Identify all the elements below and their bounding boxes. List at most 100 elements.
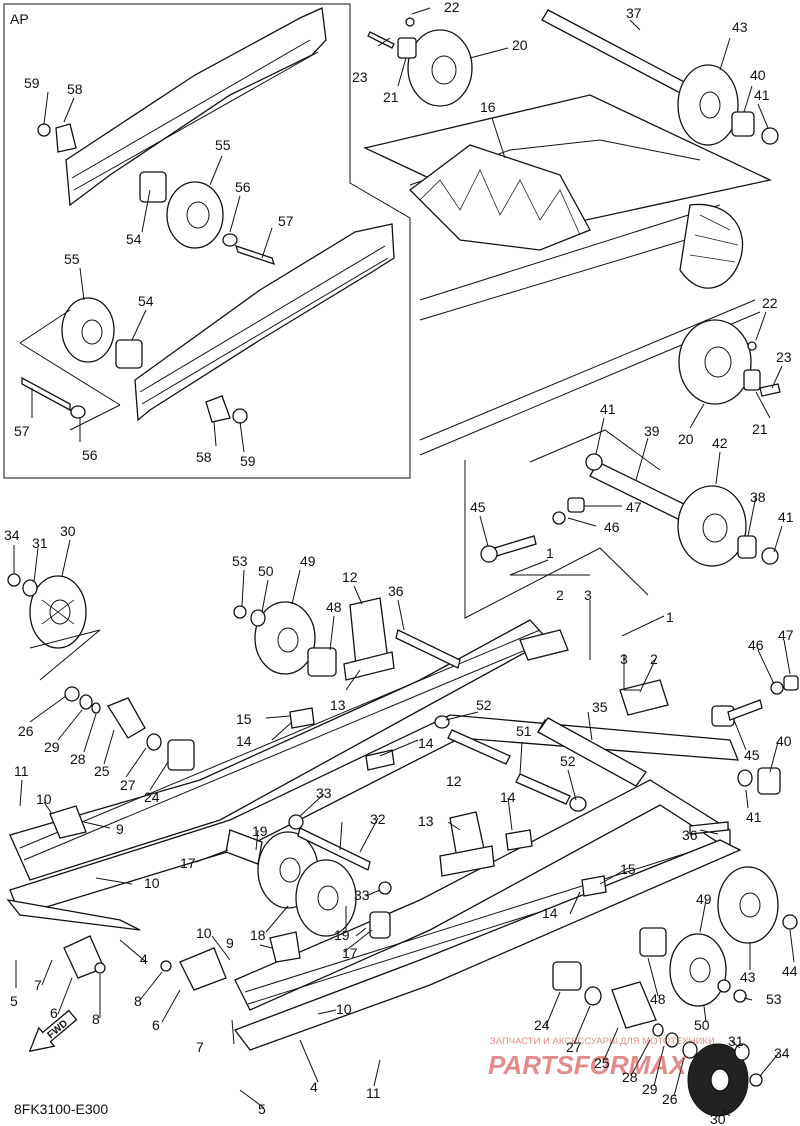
callout-39: 39	[644, 423, 660, 439]
callout-52: 52	[560, 753, 576, 769]
callout-59: 59	[24, 75, 40, 91]
callout-1: 1	[546, 545, 554, 561]
callout-5: 5	[10, 993, 18, 1009]
callout-32: 32	[370, 811, 386, 827]
callout-2: 2	[650, 651, 658, 667]
callout-41: 41	[778, 509, 794, 525]
callout-16: 16	[480, 99, 496, 115]
callout-12: 12	[342, 569, 358, 585]
callout-8: 8	[92, 1011, 100, 1027]
callout-26: 26	[662, 1091, 678, 1107]
callout-43: 43	[732, 19, 748, 35]
callout-18: 18	[250, 927, 266, 943]
callout-10: 10	[36, 791, 52, 807]
callout-41: 41	[746, 809, 762, 825]
callout-28: 28	[70, 751, 86, 767]
callout-59: 59	[240, 453, 256, 469]
callout-22: 22	[762, 295, 778, 311]
inset-label: AP	[10, 11, 29, 27]
callout-55: 55	[64, 251, 80, 267]
callout-12: 12	[446, 773, 462, 789]
callout-14: 14	[500, 789, 516, 805]
leader-lines	[13, 7, 795, 1117]
callout-21: 21	[383, 89, 399, 105]
callout-20: 20	[512, 37, 528, 53]
callout-22: 22	[444, 0, 460, 15]
callout-45: 45	[470, 499, 486, 515]
callout-34: 34	[774, 1045, 790, 1061]
callout-1: 1	[666, 609, 674, 625]
callout-10: 10	[144, 875, 160, 891]
callout-14: 14	[542, 905, 558, 921]
callout-31: 31	[728, 1033, 744, 1049]
callout-31: 31	[32, 535, 48, 551]
callout-50: 50	[258, 563, 274, 579]
callout-26: 26	[18, 723, 34, 739]
callout-24: 24	[534, 1017, 550, 1033]
callout-42: 42	[712, 435, 728, 451]
parts-left-cluster	[49, 686, 392, 991]
callout-50: 50	[694, 1017, 710, 1033]
callout-36: 36	[682, 827, 698, 843]
callout-57: 57	[14, 423, 30, 439]
parts-right-cluster	[552, 675, 799, 1117]
callout-10: 10	[336, 1001, 352, 1017]
callout-45: 45	[744, 747, 760, 763]
callout-29: 29	[642, 1081, 658, 1097]
callout-11: 11	[14, 763, 29, 779]
watermark-top: ЗАПЧАСТИ И АКСЕССУАРЫ ДЛЯ МОТОТЕХНИКИ	[490, 1036, 715, 1047]
watermark-brand: PARTSFORMAX	[488, 1050, 688, 1080]
callout-48: 48	[650, 991, 666, 1007]
callout-51: 51	[516, 723, 532, 739]
callout-24: 24	[144, 789, 160, 805]
callout-27: 27	[566, 1039, 582, 1055]
callout-27: 27	[120, 777, 136, 793]
callout-57: 57	[278, 213, 294, 229]
callout-23: 23	[352, 69, 368, 85]
callout-46: 46	[604, 519, 620, 535]
callout-41: 41	[754, 87, 770, 103]
callout-38: 38	[750, 489, 766, 505]
callout-49: 49	[300, 553, 316, 569]
callout-6: 6	[50, 1005, 58, 1021]
callout-10: 10	[196, 925, 212, 941]
callout-14: 14	[418, 735, 434, 751]
callout-17: 17	[342, 945, 358, 961]
callout-19: 19	[334, 927, 350, 943]
callout-47: 47	[626, 499, 642, 515]
callout-37: 37	[626, 5, 642, 21]
inset-panel: AP	[3, 3, 411, 479]
callout-8: 8	[134, 993, 142, 1009]
diagram-code: 8FK3100-E300	[14, 1101, 108, 1117]
callout-56: 56	[235, 179, 251, 195]
callout-40: 40	[750, 67, 766, 83]
callout-6: 6	[152, 1017, 160, 1033]
callout-3: 3	[584, 587, 592, 603]
callout-30: 30	[710, 1111, 726, 1126]
callout-13: 13	[330, 697, 346, 713]
callout-33: 33	[354, 887, 370, 903]
callout-55: 55	[215, 137, 231, 153]
callout-4: 4	[140, 951, 148, 967]
callout-11: 11	[366, 1085, 381, 1101]
callout-58: 58	[67, 81, 83, 97]
top-wheels	[367, 9, 781, 405]
callout-17: 17	[180, 855, 196, 871]
callout-9: 9	[226, 935, 234, 951]
callout-15: 15	[620, 861, 636, 877]
callout-25: 25	[94, 763, 110, 779]
callout-15: 15	[236, 711, 252, 727]
callout-25: 25	[594, 1055, 610, 1071]
callout-4: 4	[310, 1079, 318, 1095]
callout-46: 46	[748, 637, 764, 653]
callout-3: 3	[620, 651, 628, 667]
callout-7: 7	[196, 1039, 204, 1055]
callout-2: 2	[556, 587, 564, 603]
callout-19: 19	[252, 823, 268, 839]
callout-34: 34	[4, 527, 20, 543]
callout-13: 13	[418, 813, 434, 829]
callout-54: 54	[138, 293, 154, 309]
callout-40: 40	[776, 733, 792, 749]
watermark: ЗАПЧАСТИ И АКСЕССУАРЫ ДЛЯ МОТОТЕХНИКИ PA…	[488, 1036, 715, 1080]
